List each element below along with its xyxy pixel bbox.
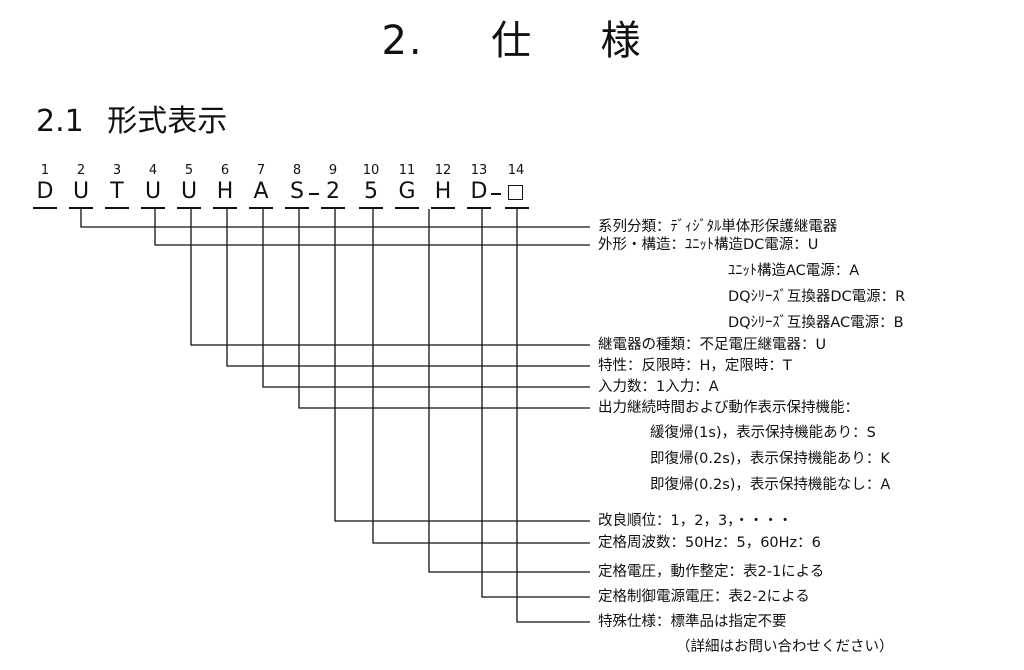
desc-output-4: 即復帰(0.2s)，表示保持機能なし：A — [650, 477, 891, 493]
position-number-2: 2 — [76, 163, 86, 178]
position-number-12: 12 — [434, 163, 452, 178]
code-underline-3 — [105, 207, 129, 209]
desc-series: 系列分類：ﾃﾞｨｼﾞﾀﾙ単体形保護継電器 — [598, 219, 838, 235]
code-underline-4 — [141, 207, 165, 209]
connector-characteristic — [226, 209, 590, 367]
code-underline-5 — [177, 207, 201, 209]
desc-shape-2: ﾕﾆｯﾄ構造AC電源：A — [728, 263, 860, 279]
position-number-4: 4 — [148, 163, 158, 178]
code-char-13: D — [470, 179, 488, 204]
desc-characteristic: 特性：反限時：H，定限時：T — [598, 358, 792, 374]
desc-special-2: （詳細はお問い合わせください） — [676, 639, 894, 655]
code-underline-2 — [69, 207, 93, 209]
desc-inputs: 入力数：1入力：A — [598, 379, 719, 395]
desc-shape-4: DQｼﾘｰｽﾞ互換器AC電源：B — [728, 315, 904, 331]
special-spec-box — [508, 185, 523, 200]
code-char-3: T — [110, 179, 124, 204]
position-number-3: 3 — [112, 163, 122, 178]
code-underline-13 — [467, 207, 491, 209]
desc-output-2: 緩復帰(1s)，表示保持機能あり：S — [650, 425, 876, 441]
desc-shape-1: 外形・構造：ﾕﾆｯﾄ構造DC電源：U — [598, 237, 819, 253]
code-underline-12 — [431, 207, 455, 209]
code-underline-10 — [359, 207, 383, 209]
connector-special — [516, 209, 590, 623]
position-number-11: 11 — [398, 163, 416, 178]
code-dash-1 — [309, 193, 319, 195]
code-dash-2 — [491, 193, 501, 195]
desc-control-voltage: 定格制御電源電圧：表2-2による — [598, 589, 810, 605]
desc-relay-type: 継電器の種類：不足電圧継電器：U — [598, 337, 827, 353]
code-char-5: U — [180, 179, 198, 204]
code-char-6: H — [216, 179, 234, 204]
desc-shape-3: DQｼﾘｰｽﾞ互換器DC電源：R — [728, 289, 906, 305]
code-char-7: A — [253, 179, 269, 204]
connector-shape — [154, 209, 590, 246]
position-number-8: 8 — [292, 163, 302, 178]
code-underline-9 — [321, 207, 345, 209]
connector-control-voltage — [481, 209, 590, 598]
code-char-10: 5 — [364, 179, 378, 204]
code-char-9: 2 — [326, 179, 340, 204]
page-title-char-1: 仕 — [491, 18, 534, 64]
position-number-14: 14 — [507, 163, 525, 178]
code-underline-14 — [505, 207, 529, 209]
section-number: 2.1 — [36, 104, 84, 139]
connector-frequency — [372, 209, 590, 544]
connector-inputs — [262, 209, 590, 388]
desc-output-3: 即復帰(0.2s)，表示保持機能あり：K — [650, 451, 890, 467]
connector-series — [80, 209, 590, 228]
section-title: 形式表示 — [107, 104, 228, 139]
position-number-10: 10 — [362, 163, 380, 178]
desc-revision: 改良順位：1，2，3，・・・・ — [598, 513, 793, 529]
code-char-8: S — [290, 179, 304, 204]
code-underline-8 — [285, 207, 309, 209]
page-title: 2. 仕 様 — [0, 8, 1024, 66]
desc-output-1: 出力継続時間および動作表示保持機能： — [598, 400, 859, 416]
position-number-7: 7 — [256, 163, 266, 178]
page-title-char-2: 様 — [600, 18, 643, 64]
code-char-12: H — [434, 179, 452, 204]
position-number-6: 6 — [220, 163, 230, 178]
connector-relay-type — [190, 209, 590, 346]
position-number-9: 9 — [328, 163, 338, 178]
code-char-1: D — [36, 179, 54, 204]
code-underline-7 — [249, 207, 273, 209]
position-number-13: 13 — [470, 163, 488, 178]
section-heading: 2.1 形式表示 — [36, 96, 227, 140]
page-title-number: 2. — [381, 18, 424, 64]
desc-special-1: 特殊仕様：標準品は指定不要 — [598, 614, 787, 630]
connector-voltage — [428, 209, 590, 573]
position-number-1: 1 — [40, 163, 50, 178]
code-underline-11 — [395, 207, 419, 209]
code-char-4: U — [144, 179, 162, 204]
connector-revision — [334, 209, 590, 522]
desc-voltage: 定格電圧，動作整定：表2-1による — [598, 564, 825, 580]
code-char-2: U — [72, 179, 90, 204]
position-number-5: 5 — [184, 163, 194, 178]
desc-frequency: 定格周波数：50Hz：5，60Hz：6 — [598, 535, 821, 551]
code-underline-6 — [213, 207, 237, 209]
connector-output — [298, 209, 590, 409]
code-underline-1 — [33, 207, 57, 209]
code-char-11: G — [398, 179, 416, 204]
